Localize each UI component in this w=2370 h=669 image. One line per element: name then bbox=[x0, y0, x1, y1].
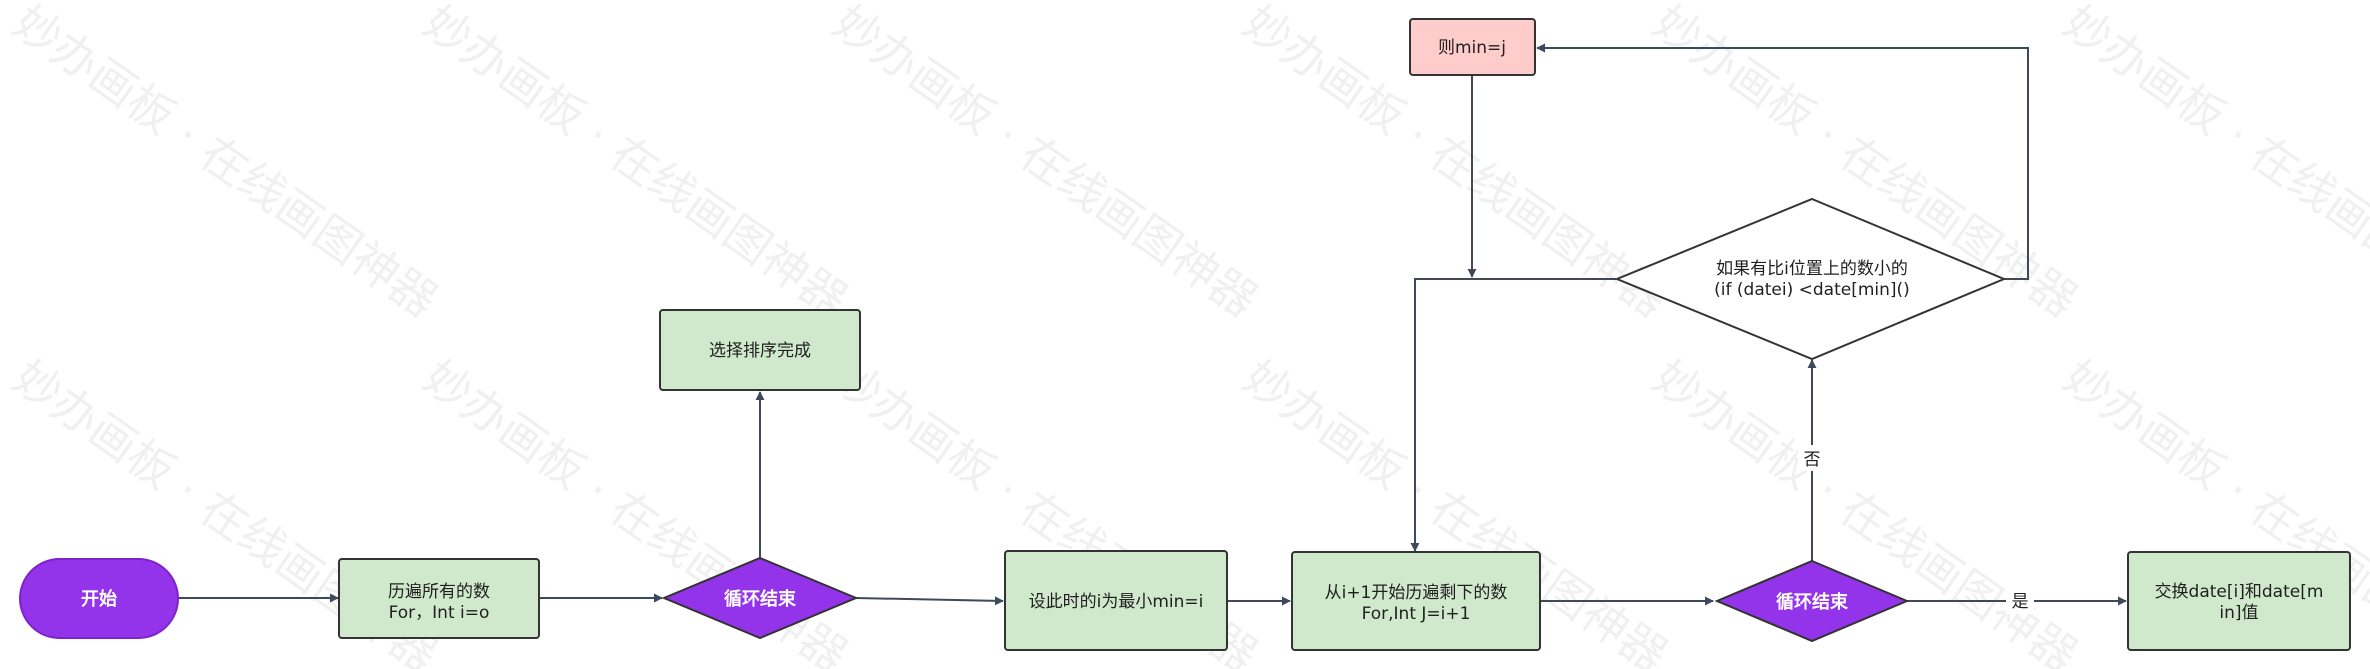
node-inner-loop[interactable]: 从i+1开始历遍剩下的数 For,Int J=i+1 bbox=[1291, 551, 1541, 651]
svg-text:历遍所有的数: 历遍所有的数 bbox=[388, 582, 490, 602]
node-loop-end-2[interactable]: 循环结束 bbox=[1714, 559, 1910, 643]
svg-text:选择排序完成: 选择排序完成 bbox=[709, 341, 811, 361]
svg-text:是: 是 bbox=[2012, 592, 2029, 612]
node-swap[interactable]: 交换date[i]和date[m in]值 bbox=[2127, 551, 2351, 651]
svg-text:交换date[i]和date[m: 交换date[i]和date[m bbox=[2155, 582, 2324, 602]
svg-text:循环结束: 循环结束 bbox=[1776, 591, 1849, 613]
edge-compare-to-inner-loop bbox=[1410, 278, 1616, 552]
edge-loop-end-1-to-set-min bbox=[855, 596, 1004, 606]
svg-text:开始: 开始 bbox=[81, 588, 117, 610]
node-traverse[interactable]: 历遍所有的数 For，Int i=o bbox=[338, 558, 540, 639]
svg-text:(if (datei) <date[min](): (if (datei) <date[min]() bbox=[1714, 280, 1910, 300]
svg-text:则min=j: 则min=j bbox=[1438, 38, 1506, 58]
svg-text:in]值: in]值 bbox=[2219, 603, 2258, 623]
svg-text:For,Int J=i+1: For,Int J=i+1 bbox=[1362, 604, 1471, 624]
svg-text:循环结束: 循环结束 bbox=[724, 588, 797, 610]
edge-label-yes: 是 bbox=[2006, 588, 2034, 614]
edges bbox=[178, 43, 2127, 606]
svg-text:设此时的i为最小min=i: 设此时的i为最小min=i bbox=[1029, 592, 1204, 612]
node-start[interactable]: 开始 bbox=[19, 558, 179, 639]
svg-text:否: 否 bbox=[1804, 450, 1821, 470]
svg-text:如果有比i位置上的数小的: 如果有比i位置上的数小的 bbox=[1716, 259, 1908, 279]
edge-label-no: 否 bbox=[1798, 445, 1826, 471]
svg-text:从i+1开始历遍剩下的数: 从i+1开始历遍剩下的数 bbox=[1325, 583, 1508, 603]
node-sort-done[interactable]: 选择排序完成 bbox=[659, 309, 861, 391]
node-compare[interactable]: 如果有比i位置上的数小的 (if (datei) <date[min]() bbox=[1614, 197, 2007, 361]
svg-text:For，Int i=o: For，Int i=o bbox=[389, 603, 490, 623]
node-set-min[interactable]: 设此时的i为最小min=i bbox=[1004, 550, 1228, 651]
node-set-j[interactable]: 则min=j bbox=[1409, 18, 1536, 76]
edge-compare-to-set-j bbox=[1536, 43, 2029, 280]
node-loop-end-1[interactable]: 循环结束 bbox=[661, 556, 859, 640]
